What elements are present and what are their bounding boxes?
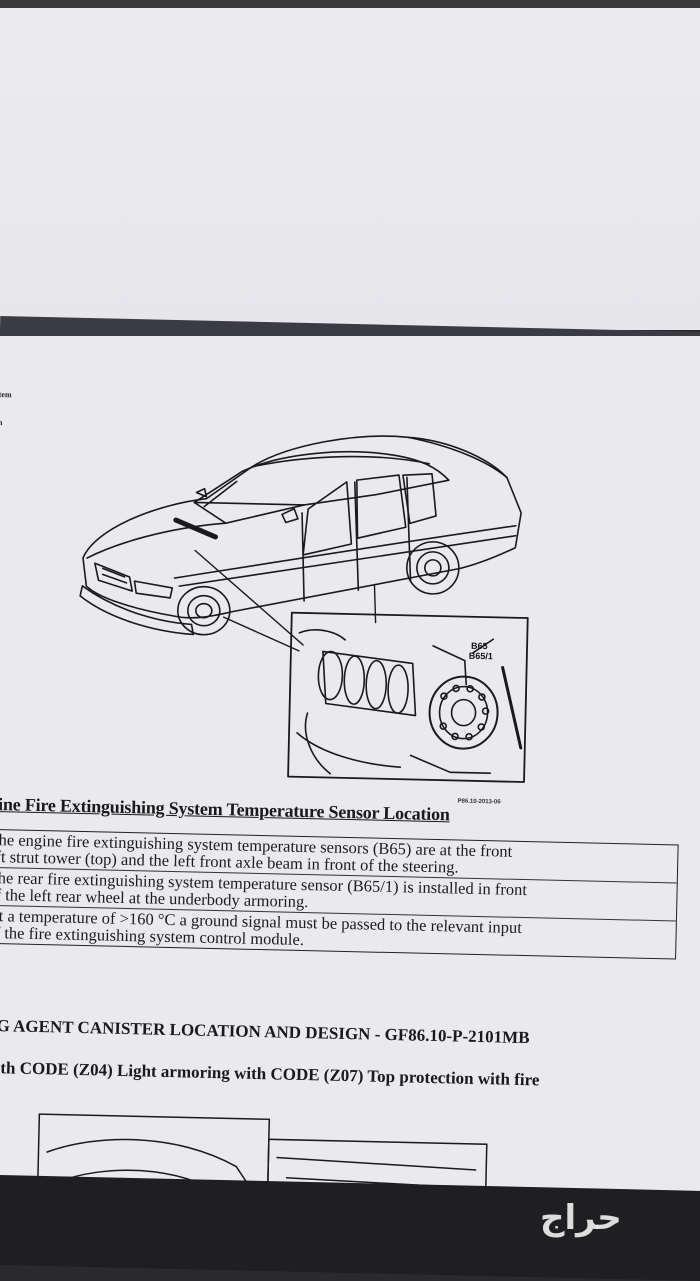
callout-b65: B65 <box>471 641 488 651</box>
document-page: tem n <box>0 336 700 1241</box>
margin-note-1: tem <box>0 389 12 400</box>
info-table: The engine fire extinguishing system tem… <box>0 828 679 960</box>
figure-code: P86.10-2013-06 <box>457 798 501 806</box>
canister-heading: NG AGENT CANISTER LOCATION AND DESIGN - … <box>0 1015 530 1048</box>
top-dark-edge <box>0 0 700 8</box>
callout-b65-1: B65/1 <box>469 651 493 662</box>
section-title: gine Fire Extinguishing System Temperatu… <box>0 793 450 825</box>
document-content: tem n <box>0 336 700 1241</box>
haraj-watermark: حراج <box>540 1198 622 1238</box>
blank-document-page <box>0 8 700 330</box>
margin-note-2: n <box>0 417 3 428</box>
car-sensor-diagram: B65 B65/1 <box>79 435 529 783</box>
code-subheading: with CODE (Z04) Light armoring with CODE… <box>0 1057 540 1090</box>
